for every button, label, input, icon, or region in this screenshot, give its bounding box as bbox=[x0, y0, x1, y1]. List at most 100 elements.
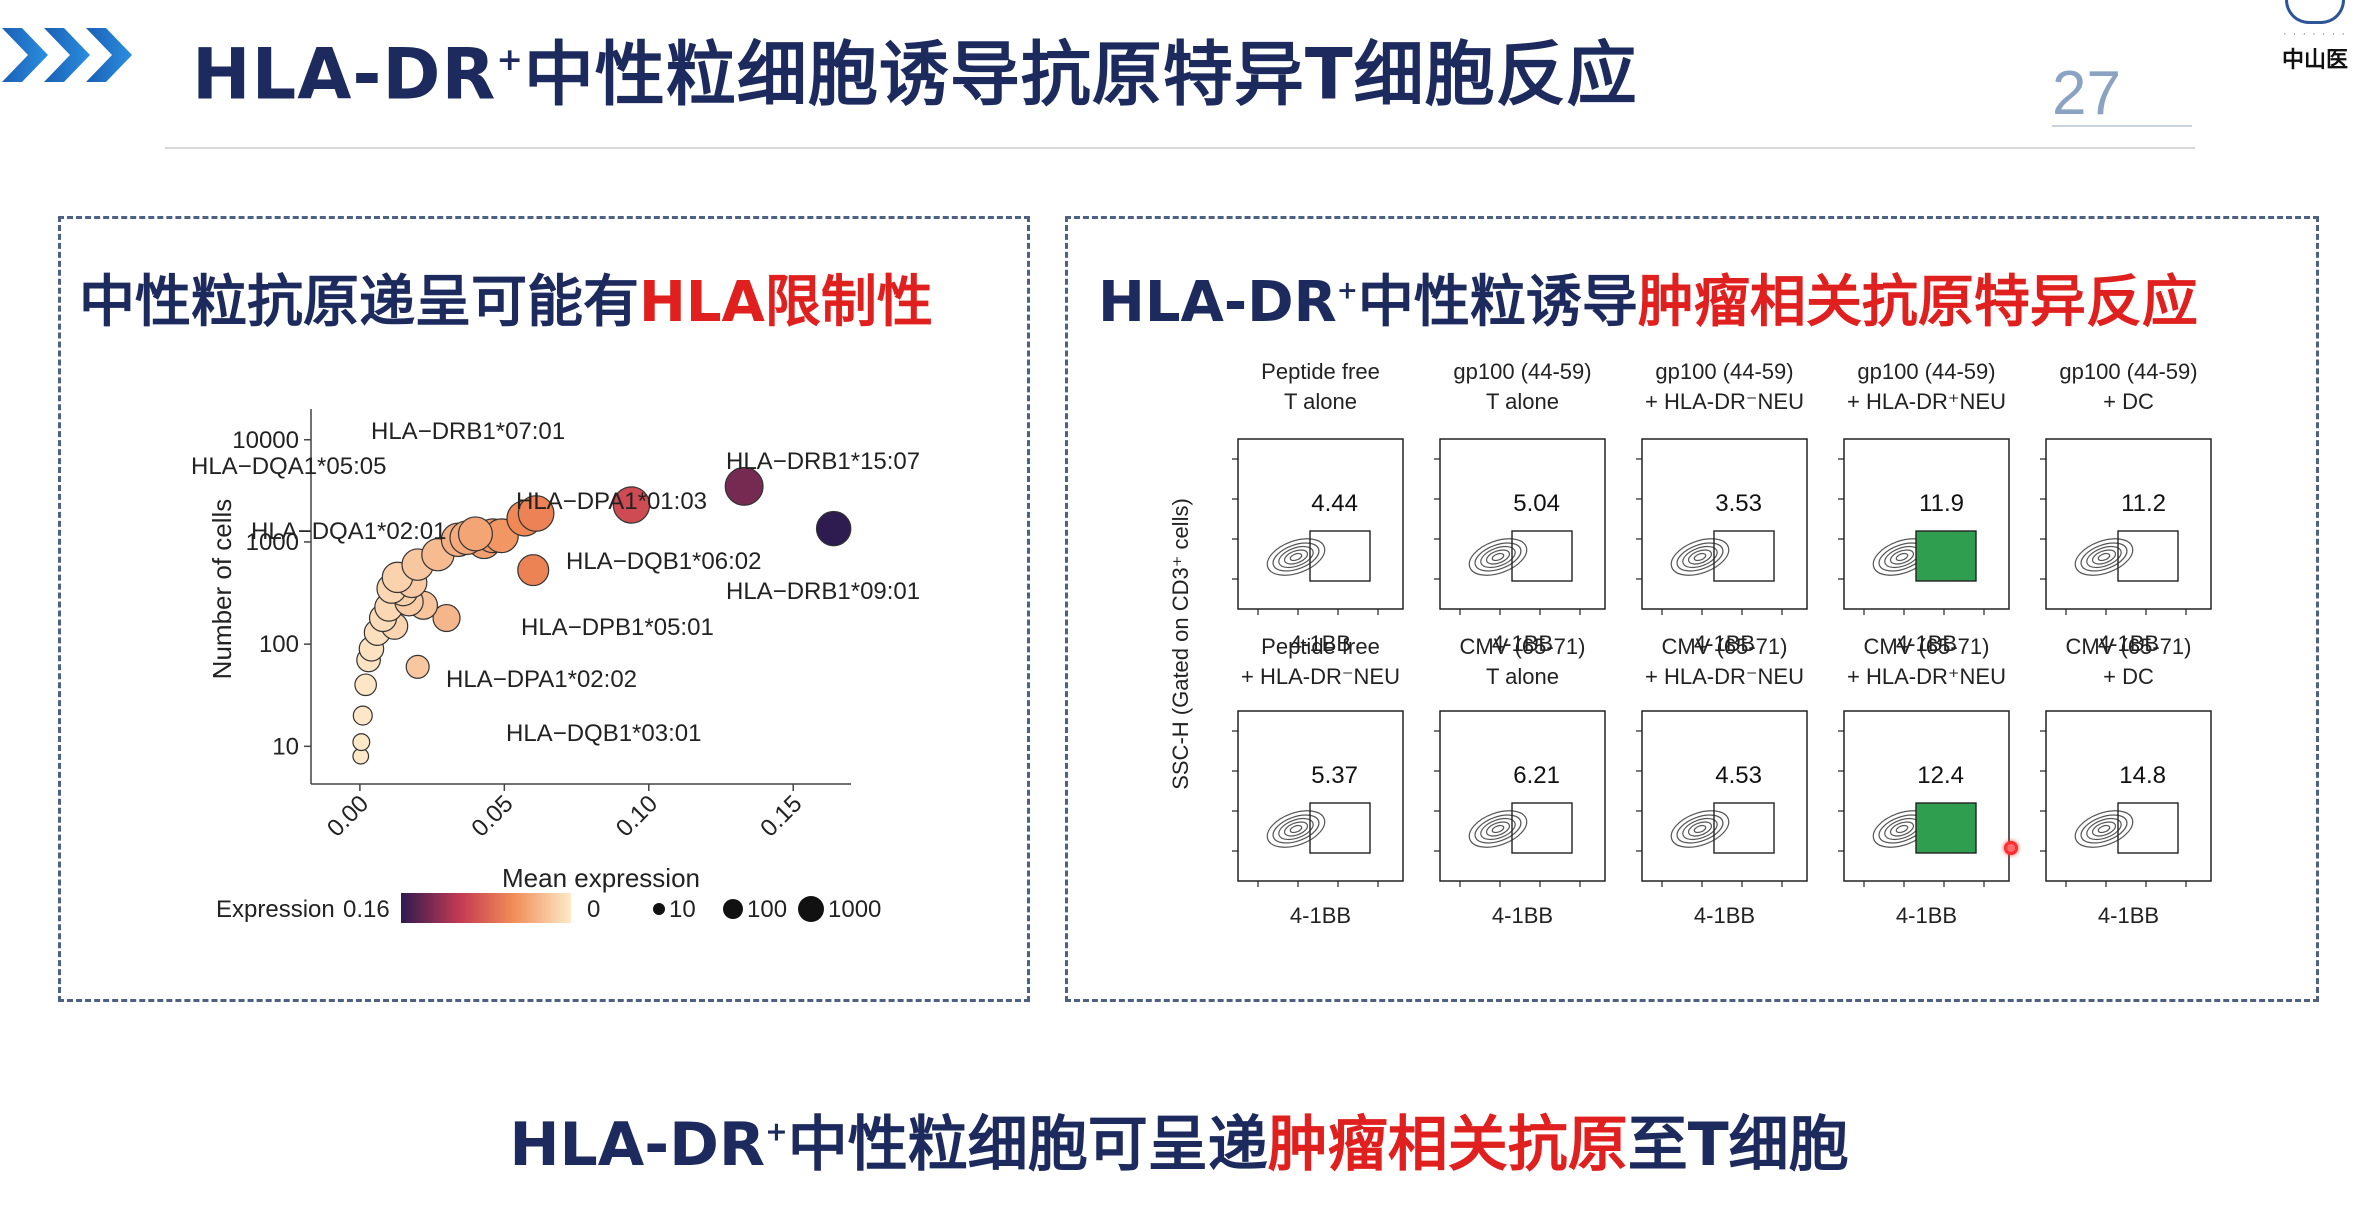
contour-line bbox=[1266, 810, 1326, 848]
page-number-underline bbox=[2052, 125, 2192, 127]
contour-line bbox=[2080, 814, 2128, 844]
condition-label-line2: + HLA-DR⁻NEU bbox=[1645, 664, 1804, 689]
data-point bbox=[352, 733, 371, 752]
contour-line bbox=[1682, 545, 1718, 569]
point-label: HLA−DRB1*09:01 bbox=[726, 578, 920, 605]
contour-line bbox=[1480, 545, 1516, 569]
condition-label-line2: T alone bbox=[1284, 389, 1357, 414]
condition-label-line1: CMV (65-71) bbox=[1460, 634, 1586, 659]
contour-line bbox=[1895, 824, 1909, 834]
x-tick-label: 0.15 bbox=[755, 790, 807, 842]
contour-line bbox=[1289, 552, 1303, 562]
y-tick-label: 10000 bbox=[232, 427, 299, 454]
flow-plot: 3.53 bbox=[1636, 438, 1808, 615]
contour-line bbox=[1468, 538, 1528, 576]
condition-label-line1: gp100 (44-59) bbox=[2059, 359, 2197, 384]
contour-line bbox=[1283, 821, 1309, 837]
contour-line bbox=[2091, 549, 2117, 565]
condition-label-line2: + HLA-DR⁺NEU bbox=[1847, 664, 2006, 689]
gate-box bbox=[1309, 530, 1371, 582]
flow-x-axis-label: 4-1BB bbox=[2098, 903, 2159, 928]
data-point bbox=[432, 603, 461, 633]
flow-plot: 4.53 bbox=[1636, 710, 1808, 887]
plot-frame bbox=[2045, 710, 2212, 882]
condition-label-line2: T alone bbox=[1486, 389, 1559, 414]
slide-title: HLA-DR+中性粒细胞诱导抗原特异T细胞反应 bbox=[192, 33, 1638, 116]
bottom-caption: HLA-DR+中性粒细胞可呈递肿瘤相关抗原至T细胞 bbox=[509, 1110, 1849, 1180]
flow-plot: 6.21 bbox=[1434, 710, 1606, 887]
color-legend-title: Expression bbox=[216, 896, 335, 923]
gate-percentage: 5.37 bbox=[1311, 762, 1358, 789]
flow-x-axis-label: 4-1BB bbox=[2098, 631, 2159, 656]
contour-line bbox=[1676, 542, 1724, 572]
point-label: HLA−DPA1*01:03 bbox=[516, 488, 707, 515]
flow-plot: 5.37 bbox=[1232, 710, 1404, 887]
size-legend-label: 1000 bbox=[828, 896, 881, 923]
contour-line bbox=[1289, 824, 1303, 834]
color-legend-min: 0 bbox=[587, 896, 600, 923]
condition-label-line1: CMV (65-71) bbox=[1864, 634, 1990, 659]
condition-label-line2: + HLA-DR⁻NEU bbox=[1241, 664, 1400, 689]
condition-label-line2: + HLA-DR⁺NEU bbox=[1847, 389, 2006, 414]
condition-label-line1: CMV (65-71) bbox=[2066, 634, 2192, 659]
plot-frame bbox=[1439, 438, 1606, 610]
x-tick-label: 0.05 bbox=[466, 790, 518, 842]
y-tick-label: 10 bbox=[272, 733, 299, 760]
plot-frame bbox=[2045, 438, 2212, 610]
point-label: HLA−DQA1*02:01 bbox=[251, 518, 446, 545]
contour-line bbox=[1480, 817, 1516, 841]
flow-x-axis-label: 4-1BB bbox=[1896, 631, 1957, 656]
contour-line bbox=[1693, 824, 1707, 834]
flow-cytometry-grid: SSC-H (Gated on CD3⁺ cells)Peptide freeT… bbox=[1168, 359, 2212, 928]
contour-line bbox=[1283, 549, 1309, 565]
gate-box bbox=[1713, 802, 1775, 854]
point-label: HLA−DQB1*06:02 bbox=[566, 548, 761, 575]
condition-label-line2: + DC bbox=[2103, 389, 2154, 414]
contour-line bbox=[1474, 542, 1522, 572]
data-point bbox=[724, 466, 764, 506]
flow-plot: 11.2 bbox=[2040, 438, 2212, 615]
y-axis-label: Number of cells bbox=[207, 499, 237, 680]
contour-line bbox=[2097, 552, 2111, 562]
x-axis-label: Mean expression bbox=[502, 863, 700, 893]
size-legend-dot bbox=[653, 903, 665, 915]
condition-label-line1: CMV (65-71) bbox=[1662, 634, 1788, 659]
data-point bbox=[354, 673, 377, 697]
contour-line bbox=[1889, 549, 1915, 565]
gate-percentage: 3.53 bbox=[1715, 490, 1762, 517]
flow-x-axis-label: 4-1BB bbox=[1290, 903, 1351, 928]
right-panel-title: HLA-DR+中性粒诱导肿瘤相关抗原特异反应 bbox=[1098, 270, 2198, 335]
gate-box bbox=[2117, 802, 2179, 854]
plot-frame bbox=[1439, 710, 1606, 882]
left-panel-title: 中性粒抗原递呈可能有HLA限制性 bbox=[79, 270, 933, 335]
contour-line bbox=[1491, 552, 1505, 562]
contour-line bbox=[1278, 817, 1314, 841]
size-legend-dot bbox=[798, 896, 824, 922]
flow-x-axis-label: 4-1BB bbox=[1492, 903, 1553, 928]
contour-line bbox=[2086, 545, 2122, 569]
size-legend-label: 100 bbox=[747, 896, 787, 923]
data-point bbox=[405, 654, 430, 679]
point-label: HLA−DRB1*15:07 bbox=[726, 448, 920, 475]
flow-x-axis-label: 4-1BB bbox=[1492, 631, 1553, 656]
flow-x-axis-label: 4-1BB bbox=[1896, 903, 1957, 928]
point-label: HLA−DQB1*03:01 bbox=[506, 720, 701, 747]
data-point bbox=[517, 495, 555, 532]
condition-label-line2: + HLA-DR⁻NEU bbox=[1645, 389, 1804, 414]
gate-percentage: 4.44 bbox=[1311, 490, 1358, 517]
logo-text: 中山医 bbox=[2281, 48, 2348, 73]
point-label: HLA−DPA1*02:02 bbox=[446, 666, 637, 693]
flow-plot: 5.04 bbox=[1434, 438, 1606, 615]
contour-line bbox=[1670, 810, 1730, 848]
data-point bbox=[517, 554, 550, 587]
y-tick-label: 1000 bbox=[246, 529, 299, 556]
gate-box bbox=[2117, 530, 2179, 582]
point-label: HLA−DQA1*05:05 bbox=[191, 453, 386, 480]
contour-line bbox=[2074, 810, 2134, 848]
data-point bbox=[815, 510, 852, 547]
contour-line bbox=[2074, 538, 2134, 576]
condition-label-line1: gp100 (44-59) bbox=[1857, 359, 1995, 384]
data-point bbox=[612, 486, 651, 524]
